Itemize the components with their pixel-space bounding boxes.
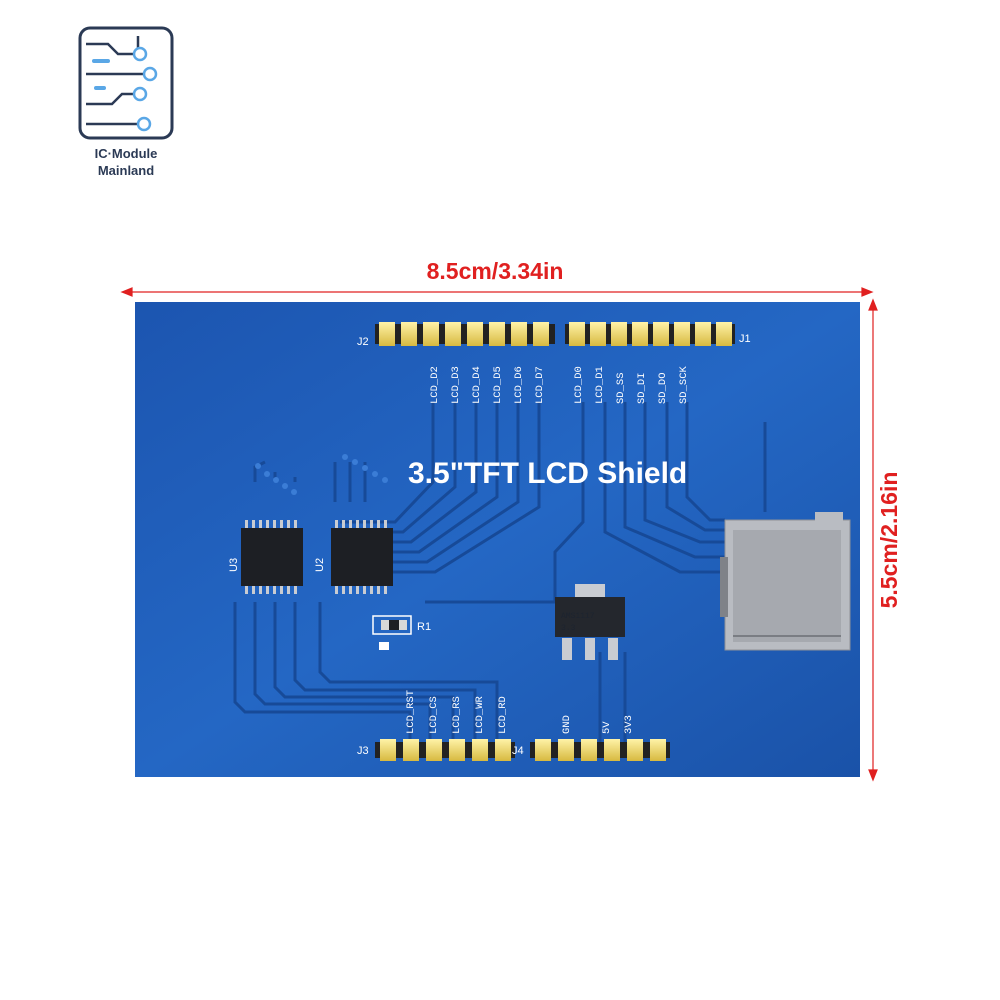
ic-u3 (241, 520, 303, 594)
resistor-r1 (372, 615, 412, 650)
regulator-marking: AMS1117 (561, 612, 595, 621)
pin-labels-top-left: LCD_D2 LCD_D3 LCD_D4 LCD_D5 LCD_D6 LCD_D… (429, 366, 546, 404)
voltage-regulator: AMS1117 3.3 (555, 584, 625, 660)
pin-label: LCD_D2 (429, 366, 441, 404)
ic-u3-label: U3 (228, 558, 240, 572)
header-j4-label: J4 (512, 745, 524, 757)
pin-label: 3V3 (623, 715, 635, 734)
brand-logo: IC·Module Mainland (78, 26, 174, 186)
resistor-r1-label: R1 (417, 621, 431, 633)
pcb-vias (255, 454, 388, 495)
pin-label: SD_DI (636, 372, 648, 404)
pin-labels-bottom-left: LCD_RST LCD_CS LCD_RS LCD_WR LCD_RD (405, 690, 509, 734)
width-dimension-label: 8.5cm/3.34in (426, 258, 564, 284)
pin-label: LCD_D1 (594, 366, 606, 404)
brand-name-line2: Mainland (97, 163, 155, 178)
pin-labels-top-right: LCD_D0 LCD_D1 SD_SS SD_DI SD_DO SD_SCK (573, 365, 690, 404)
header-j3-label: J3 (357, 745, 369, 757)
pin-label: LCD_RS (451, 696, 463, 734)
pin-label: GND (561, 715, 573, 734)
pin-label: 5V (601, 721, 613, 734)
board-title: 3.5"TFT LCD Shield (408, 457, 687, 490)
pin-label: SD_SCK (678, 365, 690, 404)
ic-u2-label: U2 (314, 558, 326, 572)
pin-label: LCD_D7 (534, 366, 546, 404)
header-j1-label: J1 (739, 333, 751, 345)
header-j2 (375, 322, 555, 346)
pcb-board: J2 J1 LCD_D2 LCD_D3 LCD_D4 LCD_D5 LCD_D6… (135, 302, 860, 777)
pin-label: LCD_D5 (492, 366, 504, 404)
sd-card-slot (720, 512, 851, 651)
header-j2-label: J2 (357, 336, 369, 348)
regulator-voltage-marking: 3.3 (561, 624, 576, 633)
pin-label: LCD_D3 (450, 366, 462, 404)
pin-label: LCD_CS (428, 696, 440, 734)
pin-label: LCD_D4 (471, 366, 483, 404)
pin-label: LCD_WR (474, 695, 486, 734)
pin-label: LCD_RST (405, 690, 417, 734)
height-dimension-label: 5.5cm/2.16in (876, 471, 902, 609)
pin-labels-bottom-right: GND 5V 3V3 (561, 715, 635, 734)
pin-label: LCD_RD (497, 696, 509, 734)
circuit-logo-icon (78, 26, 174, 140)
header-j4 (530, 739, 670, 761)
ic-u2 (331, 520, 393, 594)
header-j3 (375, 739, 515, 761)
header-j1 (565, 322, 735, 346)
pin-label: LCD_D6 (513, 366, 525, 404)
pin-label: SD_SS (615, 372, 627, 404)
pin-label: SD_DO (657, 372, 669, 404)
brand-name-line1: IC·Module (94, 146, 158, 161)
pin-label: LCD_D0 (573, 366, 585, 404)
